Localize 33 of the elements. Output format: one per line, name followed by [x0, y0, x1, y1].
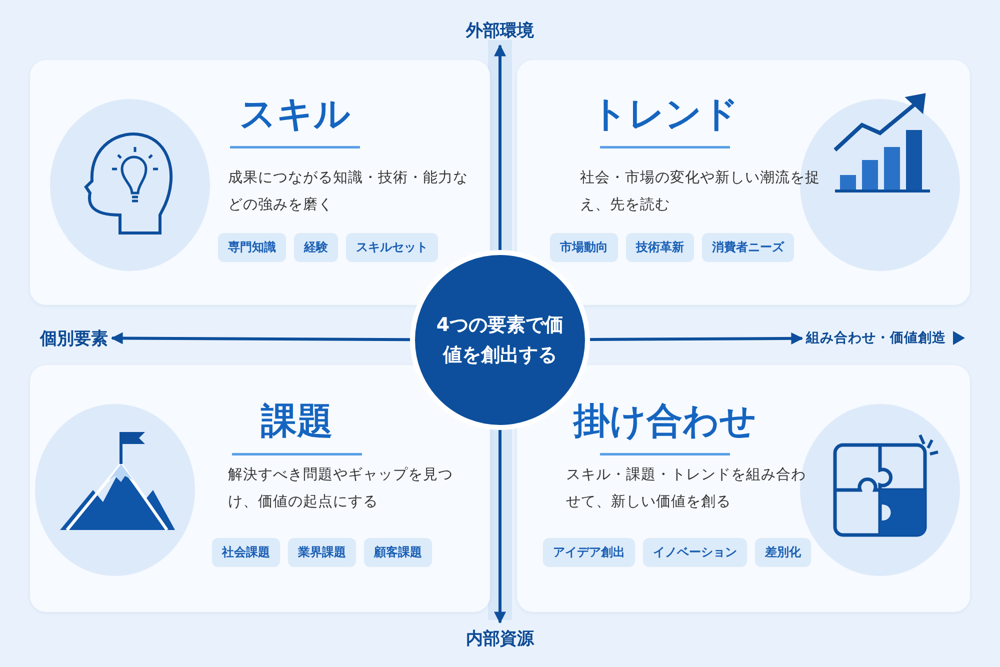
keyword-tag: 差別化 — [755, 538, 811, 567]
card-description: 成果につながる知識・技術・能力などの強みを磨く — [228, 169, 469, 215]
axis-arrow — [494, 430, 506, 624]
keyword-tag: 市場動向 — [550, 233, 618, 262]
card-title: 課題 — [261, 400, 333, 444]
card-title: スキル — [240, 93, 350, 137]
keyword-tag: スキルセット — [346, 233, 438, 262]
card-title: 掛け合わせ — [574, 400, 756, 444]
card-panel — [30, 365, 490, 612]
card-panel — [517, 60, 970, 305]
card-panel — [30, 60, 490, 305]
axis-label: 個別要素 — [40, 326, 108, 350]
keyword-tag: 消費者ニーズ — [702, 233, 794, 262]
card-panel — [517, 365, 970, 612]
center-text: 4つの要素で価値を創出する — [435, 313, 565, 368]
keyword-tag: アイデア創出 — [543, 538, 635, 567]
card-description: スキル・課題・トレンドを組み合わせて、新しい価値を創る — [566, 466, 807, 512]
axis-arrow — [590, 332, 804, 344]
axis-label: 外部環境 — [466, 18, 534, 42]
keyword-tag: 専門知識 — [218, 233, 286, 262]
keyword-tag: イノベーション — [643, 538, 747, 567]
card-description: 社会・市場の変化や新しい潮流を捉え、先を読む — [580, 168, 821, 215]
keyword-tag: 経験 — [294, 233, 338, 262]
axis-arrow — [110, 332, 410, 344]
axis-label: 内部資源 — [466, 626, 534, 650]
keyword-tag: 顧客課題 — [364, 538, 432, 567]
card-title: トレンド — [591, 93, 739, 137]
axis-label: 組み合わせ・価値創造 — [806, 329, 946, 347]
axis-arrow — [494, 44, 506, 250]
keyword-tag: 業界課題 — [288, 538, 356, 567]
keyword-tag: 社会課題 — [212, 538, 280, 567]
card-description: 解決すべき問題やギャップを見つけ、価値の起点にする — [228, 466, 454, 512]
keyword-tag: 技術革新 — [626, 233, 694, 262]
